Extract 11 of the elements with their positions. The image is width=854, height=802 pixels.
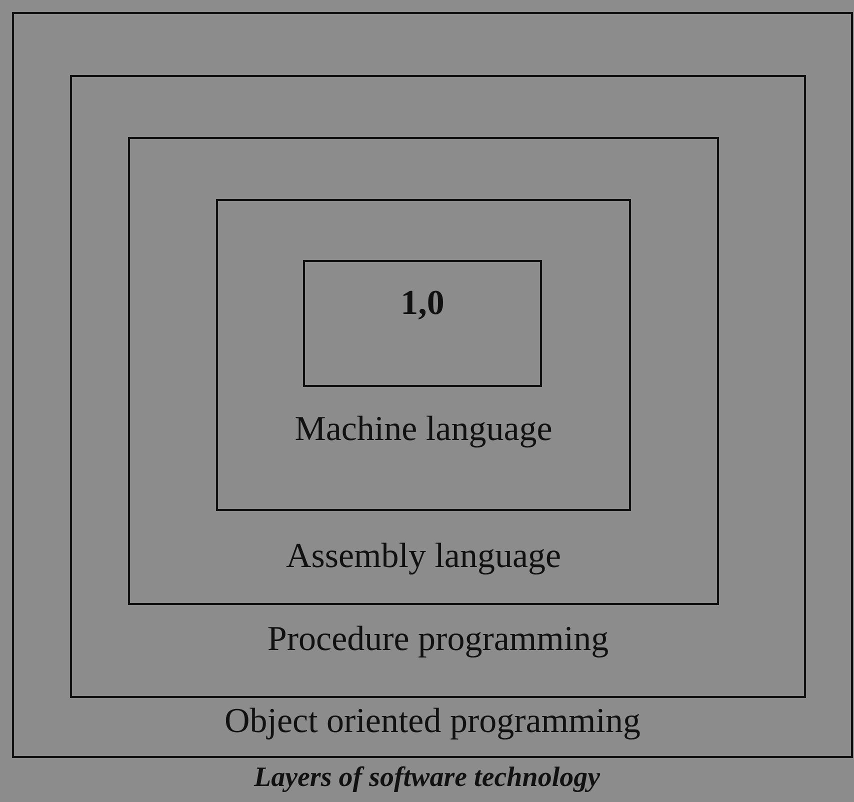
layer-label: Assembly language <box>286 537 562 576</box>
layer-label: Object oriented programming <box>224 702 640 740</box>
layer-box <box>303 260 542 387</box>
layer-box <box>128 137 719 605</box>
layer-label: Machine language <box>294 410 552 448</box>
layer-box <box>216 199 631 511</box>
layer-label: Procedure programming <box>267 620 609 658</box>
layer-box <box>70 75 806 698</box>
caption: Layers of software technology <box>254 762 600 794</box>
layer-label: 1,0 <box>400 284 444 322</box>
layer-box <box>12 12 853 758</box>
